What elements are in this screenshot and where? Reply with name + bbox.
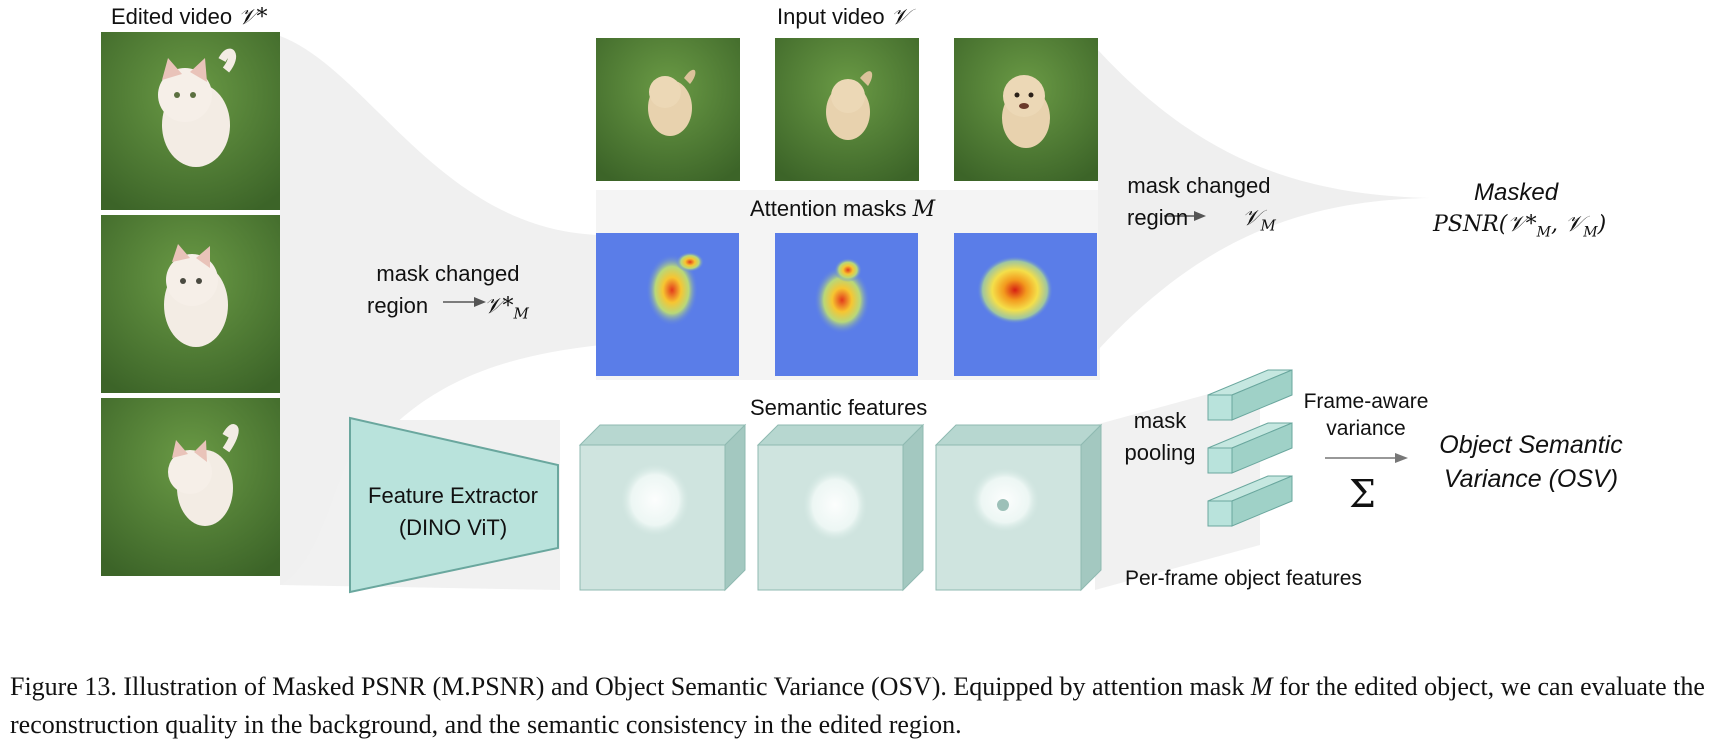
- arrow-right-region: [1164, 211, 1206, 221]
- attention-mask-3: [954, 233, 1097, 376]
- attention-mask-2: [775, 233, 918, 376]
- per-frame-features-label: Per-frame object features: [1125, 567, 1362, 590]
- masked-psnr-label: Masked: [1474, 179, 1559, 206]
- input-frame-3: [954, 38, 1098, 181]
- feature-bar-1: [1207, 369, 1293, 421]
- input-frame-2: [775, 38, 919, 181]
- feature-extractor-block: [349, 416, 559, 594]
- feature-cube-1: [578, 423, 747, 592]
- figure-caption: Figure 13. Illustration of Masked PSNR (…: [10, 672, 1705, 739]
- attention-mask-maps: [596, 233, 1097, 376]
- input-frame-1: [596, 38, 740, 181]
- feature-bar-3: [1207, 475, 1293, 527]
- edited-video-title: Edited video 𝒱*: [111, 4, 268, 30]
- funnel-input-to-psnr: [1098, 50, 1430, 350]
- osv-label: Object Semantic Variance (OSV): [1439, 431, 1623, 493]
- sigma-symbol: Σ: [1349, 472, 1376, 516]
- funnel-features: [1095, 380, 1260, 590]
- input-video-title: Input video 𝒱: [777, 4, 910, 30]
- edited-frame-3: [101, 398, 280, 576]
- feature-extractor-label: Feature Extractor (DINO ViT): [368, 483, 538, 540]
- mask-pooling-label: mask pooling: [1124, 408, 1196, 465]
- input-video-frames: [596, 38, 1098, 181]
- attention-masks-title: Attention masks M: [750, 196, 936, 222]
- edited-frame-1: [101, 32, 280, 210]
- frame-aware-variance-label: Frame-aware variance: [1303, 390, 1429, 440]
- semantic-features-title: Semantic features: [750, 395, 928, 420]
- semantic-feature-cubes: [578, 423, 1103, 592]
- arrow-variance: [1325, 453, 1408, 463]
- masked-psnr-formula: PSNR(𝒱*M, 𝒱M): [1433, 212, 1607, 241]
- arrow-left-region: [443, 297, 486, 307]
- edited-video-frames: [101, 32, 280, 576]
- attention-mask-1: [596, 233, 739, 376]
- feature-cube-2: [756, 423, 925, 592]
- edited-frame-2: [101, 215, 280, 393]
- per-frame-feature-bars: [1207, 369, 1293, 527]
- diagram-canvas: [101, 32, 1430, 594]
- feature-cube-3: [934, 423, 1103, 592]
- feature-bar-2: [1207, 422, 1293, 474]
